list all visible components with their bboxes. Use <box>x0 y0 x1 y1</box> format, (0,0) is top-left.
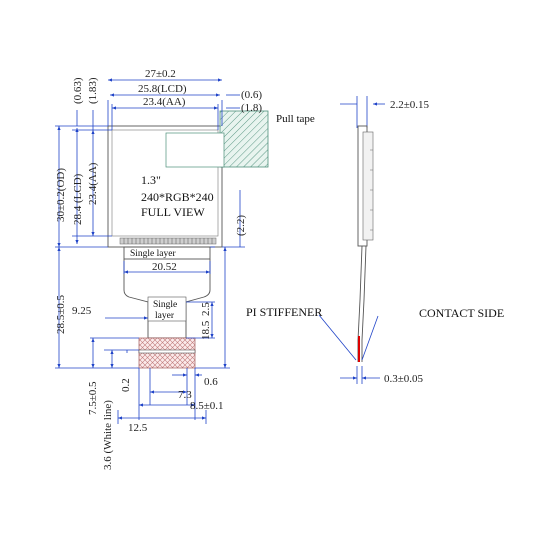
fpc-layer-label: layer <box>155 311 175 321</box>
dim-fpc-tail-25: 2.5 <box>200 302 212 316</box>
dim-fpc-neck-width: 20.52 <box>152 261 177 273</box>
left-dimensions: (0.63) (1.83) 30±0.2(OD) 28.4 (LCD) 23.4… <box>55 77 139 470</box>
dim-aa-width: 23.4(AA) <box>143 96 186 108</box>
dim-tail-width: 12.5 <box>128 422 148 434</box>
front-view: Single layer Pull tape 1.3" 240*RGB*240 … <box>55 68 315 470</box>
panel-resolution-text: 240*RGB*240 <box>141 190 214 204</box>
fpc-dimensions: (2.2) 20.52 9.25 2.5 18.5 0.6 7.3 <box>72 190 247 434</box>
fpc-neck <box>123 246 211 260</box>
pull-tape <box>219 110 269 168</box>
pull-tape-label: Pull tape <box>276 113 315 125</box>
bond-pins <box>123 238 213 244</box>
dim-pins-85: 8.5±0.1 <box>190 400 224 412</box>
panel-view-text: FULL VIEW <box>141 205 205 219</box>
dim-aa-height: 23.4(AA) <box>87 162 99 205</box>
pull-tape-inner <box>165 132 225 168</box>
top-dimensions: 27±0.2 25.8(LCD) 23.4(AA) (0.6) (1.8) <box>107 68 262 130</box>
dim-contact-thickness: 0.3±0.05 <box>384 373 424 385</box>
dim-pins-73: 7.3 <box>178 389 192 401</box>
panel-size-text: 1.3" <box>141 173 161 187</box>
dim-stiffener-length: 7.5±0.5 <box>87 381 99 415</box>
contact-side-label: CONTACT SIDE <box>419 306 504 320</box>
dim-od-height: 30±0.2(OD) <box>55 168 67 222</box>
dim-lcd-height: 28.4 (LCD) <box>72 173 84 225</box>
single-layer-top-label: Single layer <box>130 249 176 259</box>
dim-lcd-width: 25.8(LCD) <box>138 83 187 95</box>
fpc-label-box <box>147 296 187 322</box>
side-backlight <box>362 131 374 241</box>
white-line-band <box>138 349 196 354</box>
dim-right-offset-2: (1.8) <box>241 102 262 114</box>
dim-side-thickness: 2.2±0.15 <box>390 99 430 111</box>
dim-top-offset-2: (1.83) <box>87 77 99 104</box>
fpc-single-label: Single <box>153 300 177 310</box>
side-ticks <box>370 149 373 231</box>
dim-pitch-06: 0.6 <box>204 376 218 388</box>
dim-right-offset-1: (0.6) <box>241 89 262 101</box>
dim-right-22: (2.2) <box>235 215 247 236</box>
side-view: 2.2±0.15 PI STIFFENER CONTACT SIDE 0.3±0… <box>246 96 504 385</box>
dim-fpc-tail-185: 18.5 <box>200 320 212 340</box>
active-area-outline <box>111 129 219 237</box>
dim-fpc-offset: 9.25 <box>72 305 92 317</box>
dim-white-line: 3.6 (White line) <box>102 400 114 470</box>
dim-fpc-length: 28.5±0.5 <box>55 294 67 334</box>
dim-overall-width: 27±0.2 <box>145 68 176 80</box>
dim-offset-02: 0.2 <box>120 378 132 392</box>
pi-stiffener-label: PI STIFFENER <box>246 305 322 319</box>
dim-top-offset-1: (0.63) <box>72 77 84 104</box>
